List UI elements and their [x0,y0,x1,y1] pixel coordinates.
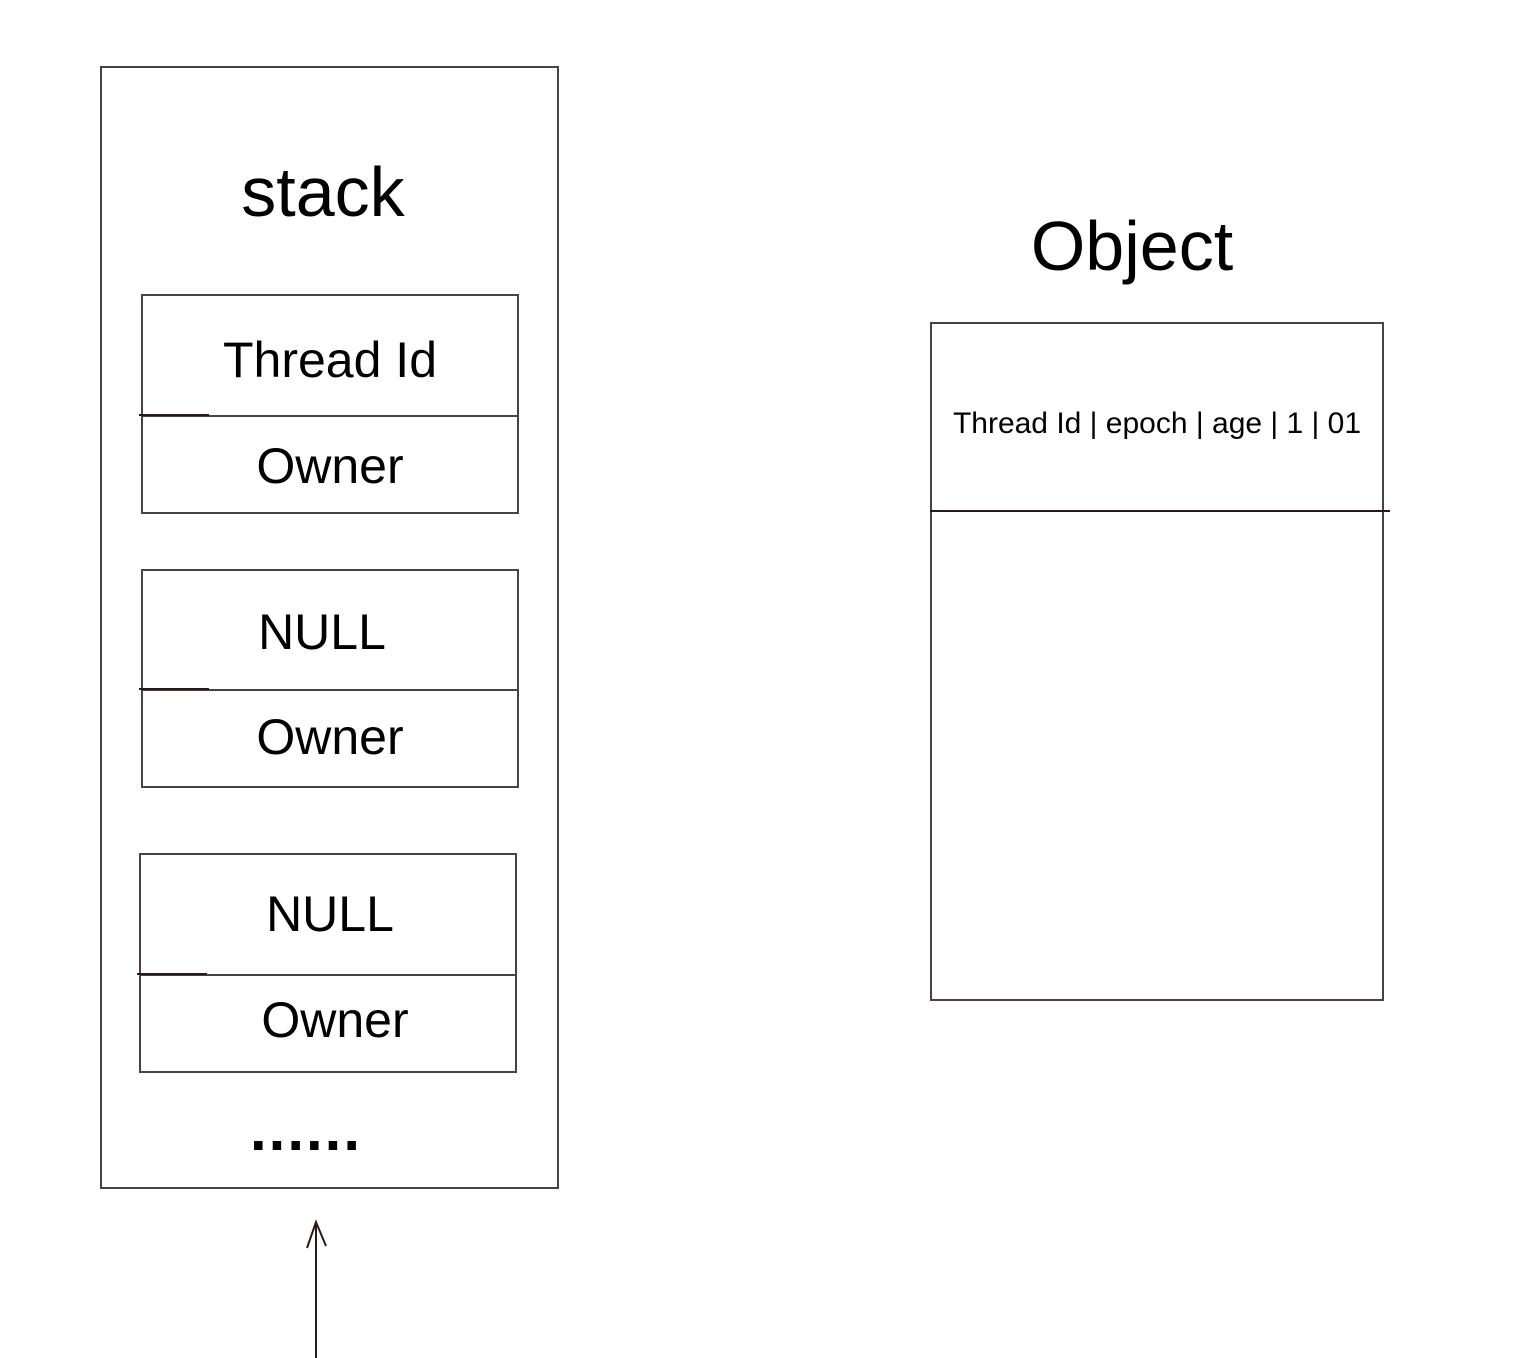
frame-divider-tick [139,414,209,416]
frame-divider-tick [137,973,207,975]
object-container [930,322,1384,1001]
frame-owner-field: Owner [256,438,404,494]
frame-divider [141,689,519,691]
stack-title: stack [241,153,405,231]
frame-owner-field: Owner [261,992,409,1048]
stack-container [100,66,559,1189]
lock-record-frame [139,853,517,1073]
object-mark-word: Thread Id | epoch | age | 1 | 01 [952,407,1362,440]
up-arrow-icon [306,1219,327,1358]
frame-divider [141,415,519,417]
frame-top-field: NULL [266,886,394,942]
frame-owner-field: Owner [256,709,404,765]
object-title: Object [1030,207,1234,285]
lock-record-frame [141,294,519,514]
frame-top-field: Thread Id [222,332,437,388]
lock-record-frame [141,569,519,788]
object-header-divider [930,510,1390,512]
frame-top-field: NULL [258,604,386,660]
frame-divider [139,974,517,976]
stack-ellipsis: ...... [250,1096,363,1163]
frame-divider-tick [139,688,209,690]
